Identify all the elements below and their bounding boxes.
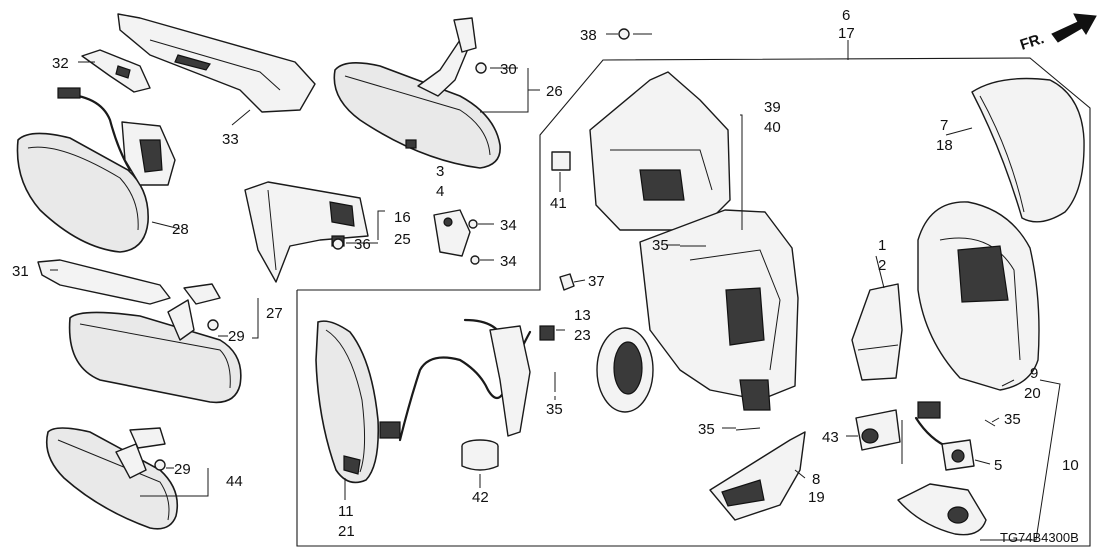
callout-23: 23 (574, 327, 591, 344)
callout-36: 36 (354, 236, 371, 253)
callout-39: 39 (764, 99, 781, 116)
front-arrow-icon (1051, 13, 1097, 43)
bracket-32 (81, 49, 151, 93)
callout-35-b: 35 (546, 401, 563, 418)
lower-cover-8-19 (709, 431, 806, 521)
callout-1: 1 (878, 237, 886, 254)
callout-6: 6 (842, 7, 850, 24)
callout-19: 19 (808, 489, 825, 506)
drawing-code: TG74B4300B (1000, 530, 1079, 545)
callout-35-c: 35 (698, 421, 715, 438)
rubber-cap-42 (461, 439, 499, 471)
base-bracket-39-40 (551, 28, 731, 231)
callout-27: 27 (266, 305, 283, 322)
callout-21: 21 (338, 523, 355, 540)
callout-18: 18 (936, 137, 953, 154)
callout-43: 43 (822, 429, 839, 446)
callout-10: 10 (1062, 457, 1079, 474)
callout-9: 9 (1030, 365, 1038, 382)
skull-cap-7-18 (971, 77, 1085, 223)
callout-35-a: 35 (652, 237, 669, 254)
callout-20: 20 (1024, 385, 1041, 402)
leader-lines (50, 33, 1061, 541)
callout-7: 7 (940, 117, 948, 134)
callout-4: 4 (436, 183, 444, 200)
callout-44: 44 (226, 473, 243, 490)
callout-29-upper: 29 (228, 328, 245, 345)
interior-mirror-27 (68, 283, 242, 404)
assembly-frame (296, 40, 1091, 547)
callout-34-lower: 34 (500, 253, 517, 270)
callout-31: 31 (12, 263, 29, 280)
interior-mirror-28 (16, 87, 176, 253)
motor-3-4 (433, 209, 478, 264)
interior-mirror-44 (45, 427, 179, 530)
callout-37: 37 (588, 273, 605, 290)
callout-8: 8 (812, 471, 820, 488)
callout-29-lower: 29 (174, 461, 191, 478)
wire-harness-13-23 (379, 318, 555, 442)
callout-3: 3 (436, 163, 444, 180)
callout-16: 16 (394, 209, 411, 226)
interior-mirror-26 (333, 17, 501, 169)
puddle-light-5 (914, 401, 975, 471)
callout-30: 30 (500, 61, 517, 78)
mirror-base-housing (639, 209, 799, 411)
callout-28: 28 (172, 221, 189, 238)
callout-33: 33 (222, 131, 239, 148)
callout-42: 42 (472, 489, 489, 506)
callout-5: 5 (994, 457, 1002, 474)
outer-housing-9-20 (917, 201, 1040, 391)
turn-signal-1-2 (851, 283, 903, 381)
mirror-housing-16-25 (244, 181, 369, 283)
actuator (596, 327, 654, 413)
callout-labels: 32 33 28 31 27 29 29 44 30 26 3 4 16 25 … (12, 7, 1079, 540)
callout-11: 11 (338, 503, 354, 520)
camera-43 (855, 409, 901, 451)
fasteners (154, 62, 996, 471)
callout-41: 41 (550, 195, 567, 212)
callout-26: 26 (546, 83, 563, 100)
callout-2: 2 (878, 257, 886, 274)
mirror-cover-33 (117, 13, 316, 113)
mirror-cover-31 (37, 259, 171, 305)
callout-40: 40 (764, 119, 781, 136)
front-label: FR. (1018, 30, 1046, 54)
callout-25: 25 (394, 231, 411, 248)
callout-13: 13 (574, 307, 591, 324)
callout-34-upper: 34 (500, 217, 517, 234)
callout-17: 17 (838, 25, 855, 42)
cover-10 (897, 483, 987, 536)
callout-35-d: 35 (1004, 411, 1021, 428)
callout-38: 38 (580, 27, 597, 44)
callout-32: 32 (52, 55, 69, 72)
front-direction-indicator: FR. (1018, 13, 1097, 54)
mirror-glass-11-21 (315, 320, 380, 484)
